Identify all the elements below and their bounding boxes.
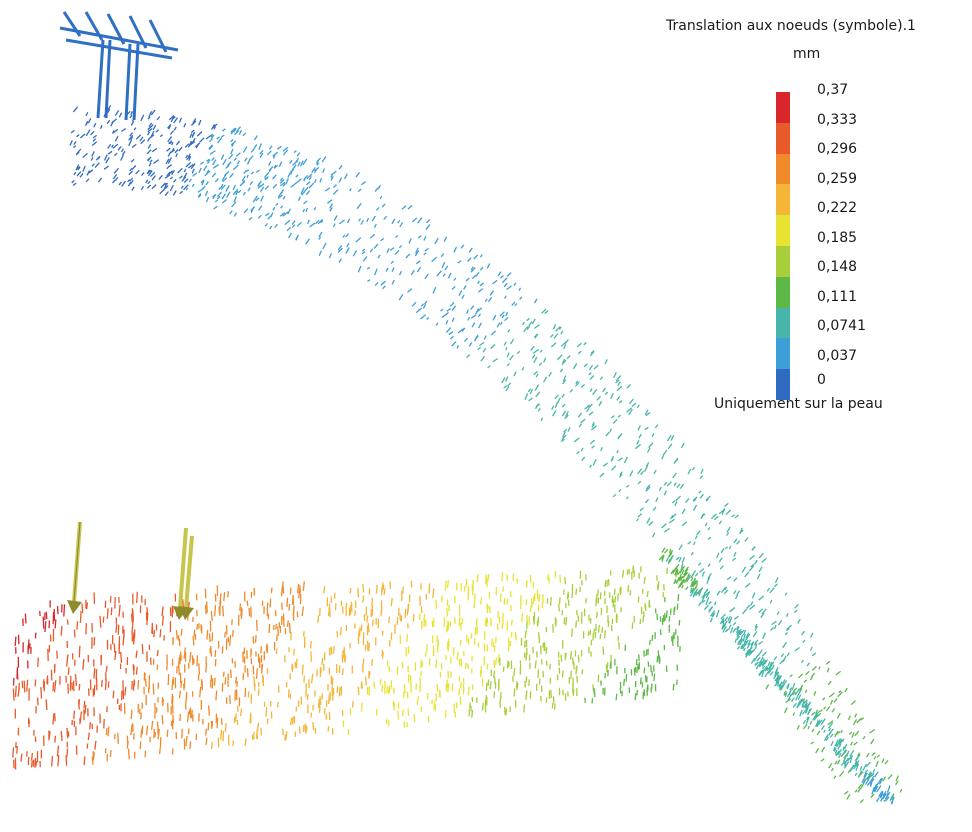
legend-tick-8: 0,0741 xyxy=(817,318,866,334)
legend-tick-10: 0 xyxy=(817,372,826,388)
legend-tick-4: 0,222 xyxy=(817,200,858,216)
legend-color-segment xyxy=(776,307,790,339)
load-arrow-left xyxy=(67,521,82,614)
legend-tick-0: 0,37 xyxy=(817,82,849,98)
legend-tick-9: 0,037 xyxy=(817,348,858,364)
legend-color-segment xyxy=(776,369,790,401)
load-arrows xyxy=(67,521,194,620)
legend-color-segment xyxy=(776,215,790,247)
legend-title: Translation aux noeuds (symbole).1 xyxy=(666,18,916,34)
legend-tick-2: 0,296 xyxy=(817,141,858,157)
legend-color-segment xyxy=(776,184,790,216)
legend-color-segment xyxy=(776,92,790,124)
legend-tick-5: 0,185 xyxy=(817,230,858,246)
legend-color-bar xyxy=(776,92,790,401)
legend-tick-1: 0,333 xyxy=(817,112,858,128)
color-legend: Translation aux noeuds (symbole).1 mm 0,… xyxy=(660,18,972,428)
displacement-vector-field xyxy=(12,105,903,805)
load-arrow-right-2 xyxy=(179,535,194,620)
legend-tick-3: 0,259 xyxy=(817,171,858,187)
legend-color-segment xyxy=(776,122,790,155)
legend-unit: mm xyxy=(793,46,821,62)
legend-color-segment xyxy=(776,246,790,278)
legend-tick-6: 0,148 xyxy=(817,259,858,275)
legend-color-segment xyxy=(776,338,790,370)
legend-color-segment xyxy=(776,276,790,309)
fixed-support-icon xyxy=(59,11,179,121)
legend-note: Uniquement sur la peau xyxy=(714,396,883,412)
legend-color-segment xyxy=(776,153,790,185)
legend-tick-7: 0,111 xyxy=(817,289,858,305)
